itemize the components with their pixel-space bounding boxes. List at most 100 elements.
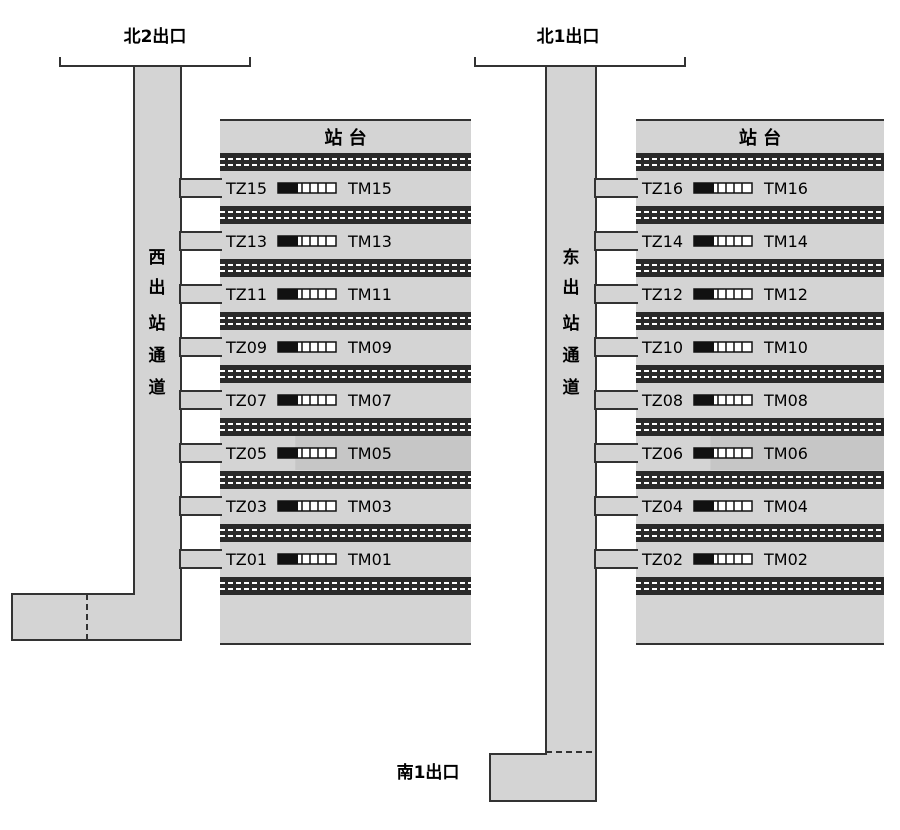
west-connector-TZ03 — [179, 496, 222, 516]
east-track-band-7 — [636, 471, 884, 489]
gate-solid-TZ15 — [278, 183, 298, 193]
east-track-band-4 — [636, 312, 884, 330]
west-track-band-1 — [220, 153, 471, 171]
east-connector-TZ14 — [594, 231, 638, 251]
tm-label-TM10: TM10 — [763, 338, 808, 357]
gate-solid-TZ06 — [694, 448, 714, 458]
west-corridor: 北2出口 西 出 站 通 道 — [11, 26, 251, 641]
tm-label-TM09: TM09 — [347, 338, 392, 357]
south1-exit-label: 南1出口 — [397, 762, 460, 783]
tz-label-TZ16: TZ16 — [641, 179, 683, 198]
west-track-band-2 — [220, 206, 471, 224]
east-corridor-char-5: 道 — [563, 377, 580, 398]
west-connector-TZ11 — [179, 284, 222, 304]
west-connector-TZ15 — [179, 178, 222, 198]
east-corridor-door — [546, 751, 597, 788]
east-track-band-2 — [636, 206, 884, 224]
gate-solid-TZ10 — [694, 342, 714, 352]
west-track-band-6 — [220, 418, 471, 436]
tm-label-TM01: TM01 — [347, 550, 392, 569]
east-connector-TZ04 — [594, 496, 638, 516]
tm-label-TM04: TM04 — [763, 497, 808, 516]
tz-label-TZ09: TZ09 — [225, 338, 267, 357]
west-connector-TZ05 — [179, 443, 222, 463]
tz-label-TZ01: TZ01 — [225, 550, 267, 569]
tm-label-TM12: TM12 — [763, 285, 808, 304]
east-track-band-3 — [636, 259, 884, 277]
tm-label-TM08: TM08 — [763, 391, 808, 410]
east-corridor-char-2: 出 — [563, 277, 580, 298]
tz-label-TZ03: TZ03 — [225, 497, 267, 516]
tz-label-TZ08: TZ08 — [641, 391, 683, 410]
gate-solid-TZ04 — [694, 501, 714, 511]
west-connector-TZ09 — [179, 337, 222, 357]
tz-label-TZ13: TZ13 — [225, 232, 267, 251]
tm-label-TM03: TM03 — [347, 497, 392, 516]
east-track-band-1 — [636, 153, 884, 171]
north2-exit-cap — [59, 57, 251, 67]
west-corridor-char-5: 道 — [149, 377, 166, 398]
tz-label-TZ15: TZ15 — [225, 179, 267, 198]
gate-solid-TZ01 — [278, 554, 298, 564]
east-track-band-5 — [636, 365, 884, 383]
gate-solid-TZ11 — [278, 289, 298, 299]
west-track-band-9 — [220, 577, 471, 595]
gate-solid-TZ14 — [694, 236, 714, 246]
north1-exit-label: 北1出口 — [537, 26, 600, 47]
gate-solid-TZ07 — [278, 395, 298, 405]
gate-solid-TZ13 — [278, 236, 298, 246]
west-track-band-3 — [220, 259, 471, 277]
east-connector-TZ06 — [594, 443, 638, 463]
tm-label-TM11: TM11 — [347, 285, 392, 304]
west-track-band-8 — [220, 524, 471, 542]
west-platform-title: 站 台 — [324, 127, 366, 149]
tz-label-TZ02: TZ02 — [641, 550, 683, 569]
east-connector-TZ12 — [594, 284, 638, 304]
west-corridor-char-1: 西 — [149, 248, 166, 268]
east-connector-TZ10 — [594, 337, 638, 357]
east-connector-TZ02 — [594, 549, 638, 569]
east-track-band-9 — [636, 577, 884, 595]
west-track-band-5 — [220, 365, 471, 383]
west-corridor-char-4: 通 — [149, 346, 166, 366]
tm-label-TM14: TM14 — [763, 232, 808, 251]
west-track-band-7 — [220, 471, 471, 489]
tz-label-TZ14: TZ14 — [641, 232, 683, 251]
west-corridor-char-2: 出 — [149, 277, 166, 298]
north2-exit-label: 北2出口 — [124, 26, 187, 47]
east-corridor: 北1出口 南1出口 东 出 站 通 道 — [397, 26, 686, 802]
west-track-band-4 — [220, 312, 471, 330]
tz-label-TZ07: TZ07 — [225, 391, 267, 410]
tz-label-TZ10: TZ10 — [641, 338, 683, 357]
east-track-band-6 — [636, 418, 884, 436]
east-corridor-char-3: 站 — [563, 313, 580, 334]
east-corridor-char-4: 通 — [563, 346, 580, 366]
gate-solid-TZ16 — [694, 183, 714, 193]
west-connector-TZ07 — [179, 390, 222, 410]
east-connector-TZ08 — [594, 390, 638, 410]
tm-label-TM07: TM07 — [347, 391, 392, 410]
west-corridor-char-3: 站 — [149, 313, 166, 334]
east-corridor-body — [489, 65, 597, 802]
tm-label-TM06: TM06 — [763, 444, 808, 463]
gate-solid-TZ03 — [278, 501, 298, 511]
gate-solid-TZ05 — [278, 448, 298, 458]
east-connector-TZ16 — [594, 178, 638, 198]
gate-solid-TZ08 — [694, 395, 714, 405]
east-platform-title: 站 台 — [739, 127, 781, 149]
tm-label-TM05: TM05 — [347, 444, 392, 463]
tm-label-TM13: TM13 — [347, 232, 392, 251]
gate-solid-TZ12 — [694, 289, 714, 299]
tz-label-TZ12: TZ12 — [641, 285, 683, 304]
tz-label-TZ05: TZ05 — [225, 444, 267, 463]
gate-solid-TZ02 — [694, 554, 714, 564]
west-connector-TZ13 — [179, 231, 222, 251]
tz-label-TZ04: TZ04 — [641, 497, 683, 516]
east-corridor-char-1: 东 — [563, 247, 580, 268]
gate-solid-TZ09 — [278, 342, 298, 352]
tz-label-TZ11: TZ11 — [225, 285, 267, 304]
east-track-band-8 — [636, 524, 884, 542]
